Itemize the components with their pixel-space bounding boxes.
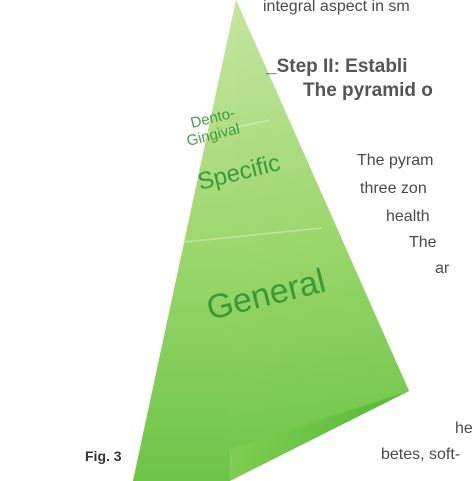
paragraph-line-6: he <box>455 420 473 437</box>
paragraph-line-1: The pyram <box>357 152 434 169</box>
paragraph-line-2: three zon <box>360 180 427 197</box>
paragraph-line-3: health <box>386 208 430 225</box>
paragraph-line-5: ar <box>435 260 450 277</box>
section-heading-line2: The pyramid o <box>303 80 433 101</box>
section-heading-line1: _Step II: Establi <box>266 56 408 77</box>
figure-label: Fig. 3 <box>85 448 122 464</box>
zone-divider-top <box>177 119 271 141</box>
paragraph-line-4: The <box>409 234 437 251</box>
body-line-top: integral aspect in sm <box>263 0 410 15</box>
pyramid-front-face <box>133 0 409 481</box>
zone-divider-mid <box>154 227 323 246</box>
paragraph-line-7: betes, soft- <box>381 446 461 463</box>
